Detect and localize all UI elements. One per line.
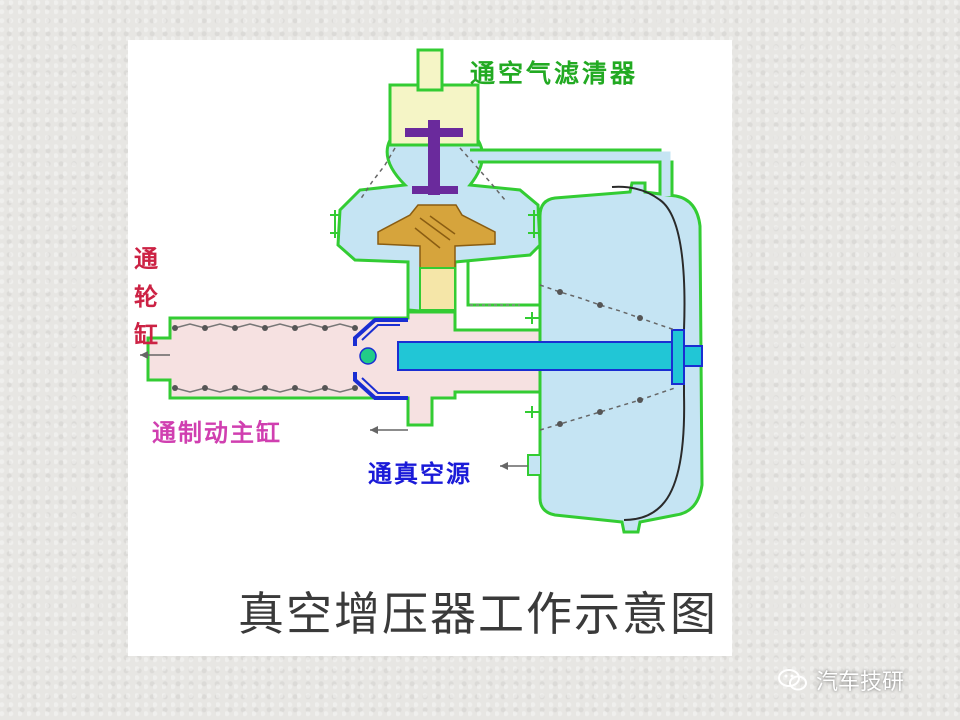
diaphragm-plate <box>671 329 685 385</box>
air-inlet-tube <box>416 48 444 92</box>
label-master-cylinder: 通制动主缸 <box>152 419 282 447</box>
chamber-spring-top <box>539 284 676 331</box>
label-air-filter: 通空气滤清器 <box>470 59 639 88</box>
push-rod <box>397 341 679 371</box>
ball-valve <box>359 347 377 365</box>
vacuum-source-port <box>527 454 540 476</box>
vacuum-passage <box>466 262 540 307</box>
hydraulic-cylinder <box>146 310 542 427</box>
watermark: 汽车技研 <box>778 664 904 696</box>
air-valve-stem <box>428 120 440 195</box>
vacuum-valve-body <box>377 204 496 269</box>
valve-spring-left <box>359 147 396 201</box>
label-wheel-cylinder: 通轮缸 <box>134 245 158 349</box>
valve-spring-right <box>459 147 506 201</box>
watermark-text: 汽车技研 <box>816 670 905 695</box>
air-passage-pipe-inner <box>478 160 674 196</box>
valve-piston <box>419 267 456 311</box>
diagram-caption: 真空增压器工作示意图 <box>238 587 718 641</box>
piston-seal <box>353 318 408 400</box>
label-vacuum-source: 通真空源 <box>368 460 472 488</box>
chamber-spring-bottom <box>539 387 676 431</box>
wechat-icon <box>778 669 807 691</box>
air-passage-pipe <box>470 148 662 195</box>
